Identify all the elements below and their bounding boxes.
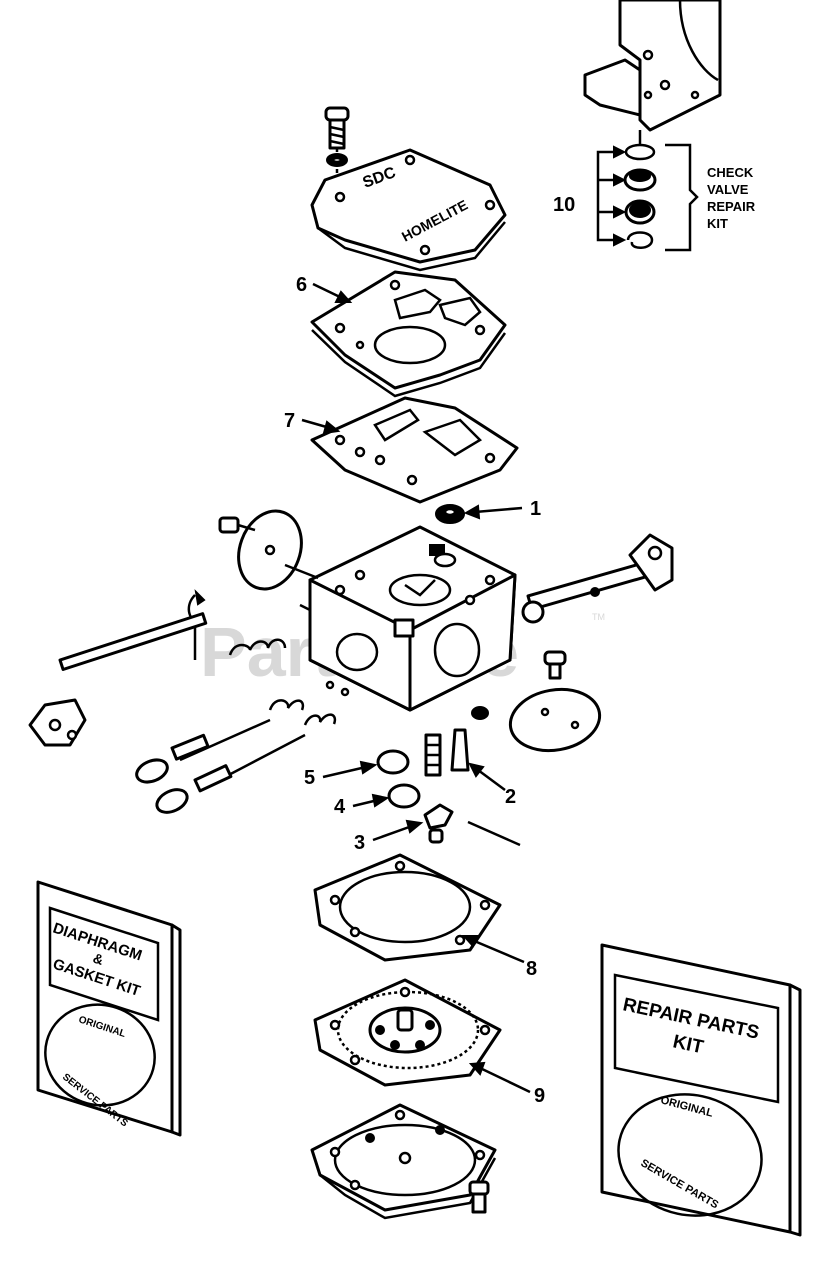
callout-7: 7 (284, 410, 295, 432)
cover-plate: SDC HOMELITE (310, 148, 507, 272)
arrow-8 (461, 935, 525, 964)
callout-1: 1 (530, 498, 541, 520)
callout-10: 10 (553, 194, 575, 216)
arrow-7 (301, 418, 341, 435)
callout-8: 8 (526, 958, 537, 980)
check-valve-kit (596, 143, 699, 252)
arrow-3 (372, 819, 424, 842)
part-4-disc (387, 783, 421, 809)
callout-2: 2 (505, 786, 516, 808)
arrow-2 (468, 762, 506, 792)
left-shaft-lever (28, 589, 287, 747)
callout-6: 6 (296, 274, 307, 296)
check-valve-label-line2: VALVE (707, 182, 749, 197)
diaphragm-gasket-kit-package (36, 880, 182, 1137)
callout-3: 3 (354, 832, 365, 854)
watermark-tm: TM (592, 612, 605, 622)
cover-screw (324, 106, 350, 190)
callout-4: 4 (334, 796, 346, 818)
arrow-6 (312, 282, 353, 303)
part-7-gasket (310, 396, 519, 504)
mixture-needles (135, 699, 337, 814)
arrow-4 (352, 793, 390, 808)
part-3-lever (423, 803, 521, 847)
callout-5: 5 (304, 767, 315, 789)
part-9-diaphragm (313, 978, 502, 1087)
arrow-9 (468, 1061, 531, 1094)
right-plate-screw (508, 650, 602, 753)
arrow-5 (322, 760, 378, 779)
part-6-gasket (310, 270, 507, 398)
check-valve-label-line4: KIT (707, 216, 728, 231)
throttle-plate (218, 509, 319, 591)
bottom-cover (310, 1103, 497, 1220)
repair-parts-kit-package (600, 943, 802, 1237)
part-1-screen (435, 504, 465, 524)
part-5-disc (376, 749, 410, 775)
part-8-gasket (313, 853, 502, 962)
diaphragm-kit-title-2: & (91, 950, 106, 968)
arrow-1 (463, 504, 523, 520)
check-valve-label-line1: CHECK (707, 165, 754, 180)
carburetor-body (299, 525, 517, 712)
right-shaft-lever (521, 533, 674, 624)
check-valve-label-line3: REPAIR (707, 199, 756, 214)
engine-block-fragment (583, 0, 722, 145)
callout-9: 9 (534, 1085, 545, 1107)
inlet-needle-parts (424, 706, 489, 777)
